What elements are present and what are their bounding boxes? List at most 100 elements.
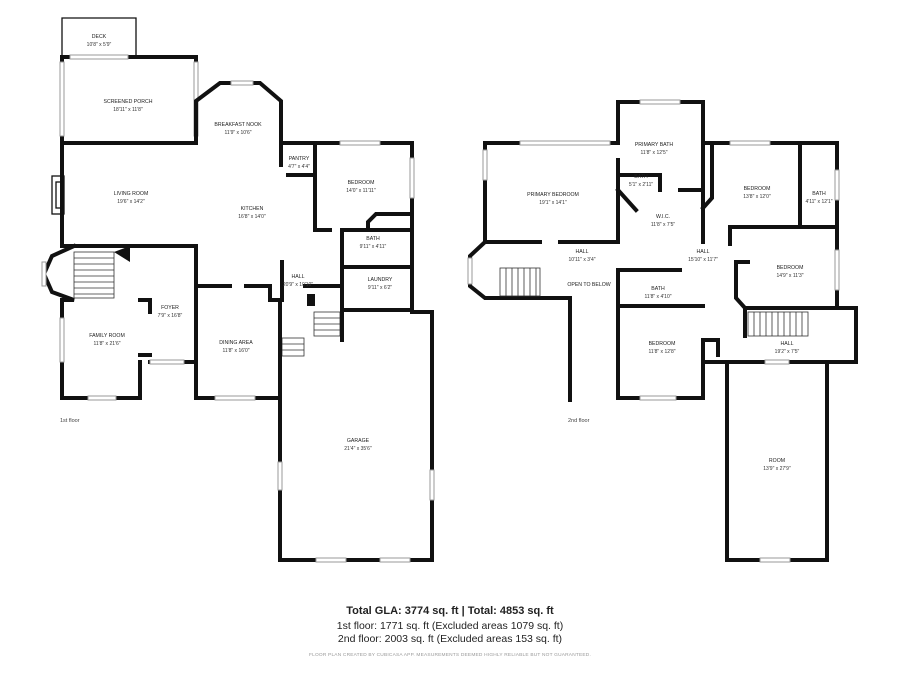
room-name-garage: GARAGE — [347, 438, 370, 444]
room-name-hall-c: HALL — [697, 249, 710, 255]
primary-window-north — [519, 140, 611, 146]
garage-door-side — [429, 469, 435, 501]
deck-outline — [61, 17, 137, 57]
room-dim-wic: 11'8" x 7'5" — [651, 222, 675, 228]
room-name-bath-small: BATH — [634, 174, 648, 180]
room-name-primary-bath: PRIMARY BATH — [635, 142, 674, 148]
room-name-open-to-below: OPEN TO BELOW — [567, 282, 610, 288]
porch-screen-west — [59, 61, 65, 137]
room-dim-foyer: 7'9" x 16'8" — [158, 313, 183, 319]
garage-walls — [278, 310, 434, 562]
room-dim-living-room: 19'6" x 14'2" — [117, 199, 145, 205]
stair-bay-walls — [468, 239, 572, 402]
room-name-bedroom-ne: BEDROOM — [744, 186, 771, 192]
floor-label-second: 2nd floor — [568, 418, 590, 424]
room-dim-primary-bedroom: 19'1" x 14'1" — [539, 200, 567, 206]
room-dim-bath: 9'11" x 4'11" — [360, 244, 387, 250]
room-dim-hall-c: 15'10" x 11'7" — [688, 257, 718, 263]
stair-bay-window — [467, 257, 473, 285]
room-dim-bath-small: 5'1" x 2'11" — [629, 182, 653, 188]
room-name-wic: W.I.C. — [656, 214, 670, 220]
room-dim-kitchen: 16'8" x 14'0" — [238, 214, 266, 220]
room-dim-bedroom-e: 14'9" x 11'3" — [776, 273, 803, 279]
second-floor-area: 2nd floor: 2003 sq. ft (Excluded areas 1… — [337, 633, 563, 645]
staircase-main — [73, 251, 115, 299]
fireplace — [51, 175, 65, 215]
nook-window — [230, 80, 254, 86]
ne-bedroom-window — [729, 140, 771, 146]
room-name-pantry: PANTRY — [289, 156, 310, 162]
bonus-room-window — [759, 557, 791, 563]
room-dim-room: 13'9" x 27'9" — [763, 466, 791, 472]
room-name-family-room: FAMILY ROOM — [89, 333, 125, 339]
floor-label-first: 1st floor — [60, 418, 80, 424]
bath-walls — [340, 228, 414, 269]
room-name-bath: BATH — [366, 236, 380, 242]
family-room-walls — [41, 243, 198, 400]
room-dim-bath-mid: 11'8" x 4'10" — [644, 294, 671, 300]
wic-walls — [615, 187, 705, 244]
hall-column — [307, 294, 315, 306]
room-name-breakfast-nook: BREAKFAST NOOK — [214, 122, 262, 128]
room-name-foyer: FOYER — [161, 305, 179, 311]
bedroom-window-north — [339, 140, 381, 146]
dining-window-south — [214, 395, 256, 401]
second-floor-plan: PRIMARY BATH 11'8" x 12'5" BATH 5'1" x 2… — [467, 99, 858, 563]
primary-bath-window — [639, 99, 681, 105]
family-window-west — [59, 317, 65, 363]
room-dim-hall: 20'9" x 10'10" — [283, 282, 313, 288]
s-bedroom-window — [639, 395, 677, 401]
room-dim-screened-porch: 18'11" x 11'8" — [113, 107, 143, 113]
room-name-laundry: LAUNDRY — [368, 277, 393, 283]
garage-window-south-2 — [379, 557, 411, 563]
room-name-bedroom-s: BEDROOM — [649, 341, 676, 347]
bay-window — [41, 261, 47, 287]
room-dim-hall-s: 19'2" x 7'5" — [775, 349, 800, 355]
room-dim-breakfast-nook: 11'9" x 10'6" — [224, 130, 251, 136]
room-dim-family-room: 11'8" x 21'6" — [93, 341, 120, 347]
room-name-hall: HALL — [292, 274, 305, 280]
s-bedroom-walls — [616, 304, 720, 400]
bedroom-walls — [313, 173, 414, 232]
room-name-bedroom-e: BEDROOM — [777, 265, 804, 271]
room-dim-pantry: 4'7" x 4'4" — [288, 164, 310, 170]
primary-bath-walls — [616, 100, 705, 244]
room-name-living-room: LIVING ROOM — [114, 191, 149, 197]
room-dim-deck: 10'8" x 5'9" — [87, 42, 112, 48]
room-dim-dining-area: 11'8" x 16'0" — [222, 348, 249, 354]
room-name-hall-s: HALL — [781, 341, 794, 347]
staircase-attic — [747, 311, 809, 337]
first-floor-area: 1st floor: 1771 sq. ft (Excluded areas 1… — [336, 620, 564, 632]
staircase-upper — [499, 267, 541, 297]
room-name-kitchen: KITCHEN — [241, 206, 264, 212]
room-dim-laundry: 9'11" x 6'2" — [368, 285, 392, 291]
room-name-deck: DECK — [92, 34, 107, 40]
total-area-summary: Total GLA: 3774 sq. ft | Total: 4853 sq.… — [346, 605, 554, 617]
room-dim-bath-ne: 4'11" x 12'1" — [805, 199, 832, 205]
garage-steps — [281, 337, 305, 357]
garage-window-south-1 — [315, 557, 347, 563]
room-name-screened-porch: SCREENED PORCH — [103, 99, 152, 105]
porch-screen-north — [69, 54, 129, 60]
bedroom-window-east — [409, 157, 415, 199]
room-name-bath-ne: BATH — [812, 191, 826, 197]
room-dim-garage: 21'4" x 35'6" — [344, 446, 372, 452]
room-dim-bedroom-ne: 13'8" x 12'0" — [743, 194, 771, 200]
room-dim-bedroom-s: 11'8" x 12'8" — [648, 349, 675, 355]
room-dim-hall-w: 10'11" x 3'4" — [568, 257, 595, 263]
foyer-walls — [138, 284, 198, 400]
room-name-hall-w: HALL — [576, 249, 589, 255]
garage-window-west — [277, 461, 283, 491]
room-dim-primary-bath: 11'8" x 12'5" — [640, 150, 667, 156]
first-floor-plan: DECK 10'8" x 5'9" SCREENED PORCH 18'11" … — [41, 17, 435, 563]
credit-disclaimer: FLOOR PLAN CREATED BY CUBICASA APP. MEAS… — [308, 653, 591, 658]
room-dim-bedroom: 14'0" x 11'11" — [346, 188, 376, 194]
stair-newel — [114, 246, 130, 262]
main-walls-north — [60, 81, 414, 232]
bonus-room-opening — [764, 359, 790, 365]
room-name-bedroom: BEDROOM — [348, 180, 375, 186]
ne-bath-window — [834, 169, 840, 201]
room-name-bath-mid: BATH — [651, 286, 665, 292]
staircase-basement — [313, 311, 341, 337]
